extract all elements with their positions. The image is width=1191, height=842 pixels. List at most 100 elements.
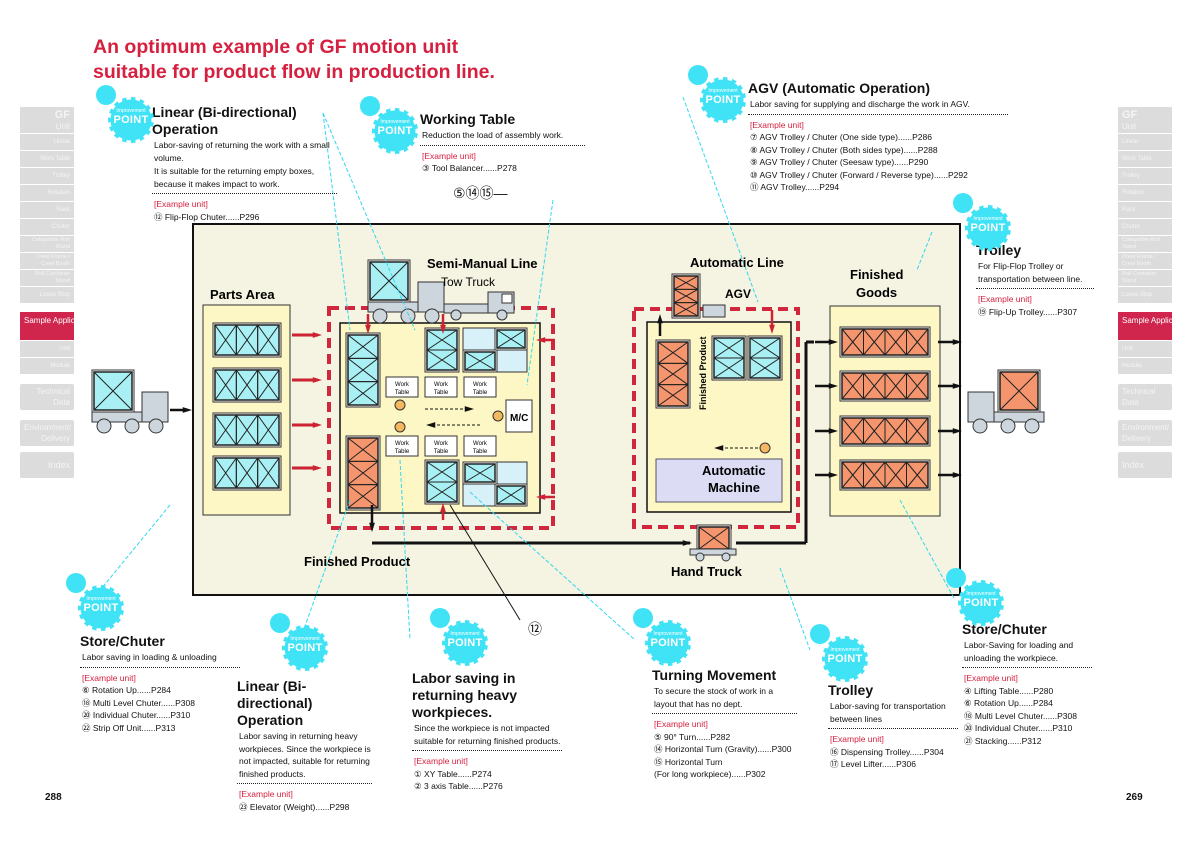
badge-small-text: Improvement: [450, 631, 480, 637]
crate-cell: [496, 485, 526, 505]
arrow-head: [440, 503, 446, 513]
tab-sample-item[interactable]: Module: [1118, 358, 1172, 374]
tab-gf-item[interactable]: Loose Stop: [1118, 287, 1172, 303]
tab-gf-item[interactable]: Roll Container Stand: [1118, 270, 1172, 286]
crate-cell: [906, 461, 929, 489]
finished-product-vertical-label: Finished Product: [698, 336, 708, 410]
tab-sample-application[interactable]: Sample Application: [20, 312, 74, 340]
divider: [962, 667, 1092, 668]
tab-gf-item[interactable]: Chuter: [1118, 219, 1172, 235]
tab-gf-item[interactable]: Linear: [1118, 134, 1172, 150]
flow-arrow: [815, 428, 838, 434]
divider: [748, 113, 1008, 115]
flow-arrow: [536, 494, 555, 500]
flow-arrow: [938, 339, 962, 345]
tab-environment-delivery[interactable]: Environment/ Delivery: [1118, 420, 1172, 446]
badge-dot: [270, 613, 290, 633]
crate-cell: [257, 414, 280, 446]
tab-gf-item[interactable]: Trolley: [20, 168, 74, 184]
divider: [976, 288, 1094, 289]
crate: [424, 459, 460, 505]
tab-gf-item[interactable]: Collapsible Roll Stand: [20, 236, 74, 252]
tab-sample-item[interactable]: Module: [20, 358, 74, 374]
arrow-head: [426, 422, 436, 428]
tab-environment-delivery[interactable]: Environment/ Delivery: [20, 420, 74, 446]
tab-technical-data[interactable]: Technical Data: [20, 384, 74, 410]
example-unit-label: [Example unit]: [978, 294, 1032, 304]
arrow-head: [182, 407, 192, 413]
arrow-head: [952, 339, 962, 345]
gear-icon: [645, 620, 691, 666]
tab-gf-item[interactable]: Linear: [20, 134, 74, 150]
crate: [91, 369, 135, 413]
tow-truck: [443, 291, 515, 321]
arrow-head: [952, 428, 962, 434]
flow-arrow: [292, 422, 322, 428]
tab-gf-item[interactable]: Rack: [1118, 202, 1172, 218]
block-title: Labor saving in returning heavy workpiec…: [412, 670, 518, 720]
agv-label: AGV: [725, 287, 751, 301]
tab-sample-application[interactable]: Sample Application: [1118, 312, 1172, 340]
crate-cell: [369, 261, 409, 301]
crate: [839, 326, 931, 358]
example-unit-item: ⑥ Rotation Up......P284: [82, 685, 171, 695]
tab-gf-item[interactable]: Work Table: [1118, 151, 1172, 167]
tab-gf-sub: Unit: [1122, 122, 1137, 131]
tab-sample-item[interactable]: Unit: [20, 341, 74, 357]
crate-cell: [749, 357, 781, 379]
tab-gf-item[interactable]: Trolley: [1118, 168, 1172, 184]
tab-gf-item[interactable]: Creel Frame / Creel Booth: [1118, 253, 1172, 269]
badge-small-text: Improvement: [290, 636, 320, 642]
example-unit-label: [Example unit]: [830, 734, 884, 744]
crate-cell: [257, 324, 280, 356]
flow-arrow: [365, 314, 371, 334]
divider: [152, 193, 337, 194]
tab-gf-item[interactable]: Rotation: [20, 185, 74, 201]
badge-small-text: Improvement: [830, 647, 860, 653]
tab-gf-item[interactable]: Rack: [20, 202, 74, 218]
crate: [997, 369, 1041, 413]
arrow-head: [682, 540, 692, 546]
crate-cell: [347, 484, 379, 509]
tab-gf-item[interactable]: Chuter: [20, 219, 74, 235]
crate: [747, 335, 783, 381]
badge-point-text: POINT: [705, 94, 741, 106]
gear-icon: [442, 620, 488, 666]
tab-gf-item[interactable]: Loose Stop: [20, 287, 74, 303]
arrow-head: [369, 522, 375, 532]
crate: [212, 367, 282, 403]
automatic-machine: [655, 458, 783, 503]
work-table-label: Table: [473, 449, 488, 455]
crate-cell: [673, 302, 699, 317]
tab-index[interactable]: Index: [20, 452, 74, 478]
tab-gf-item[interactable]: Roll Container Stand: [20, 270, 74, 286]
tab-sample-item[interactable]: Unit: [1118, 341, 1172, 357]
block-description: Labor-saving for transportation between …: [830, 701, 946, 724]
example-unit-label: [Example unit]: [422, 150, 476, 161]
tab-index[interactable]: Index: [1118, 452, 1172, 478]
block-description: For Flip-Flop Trolley or transportation …: [978, 261, 1083, 284]
divider: [828, 728, 958, 729]
truck: [91, 391, 169, 434]
tab-gf-item[interactable]: Rotation: [1118, 185, 1172, 201]
wheel: [400, 308, 416, 324]
tab-gf-item[interactable]: Collapsible Roll Stand: [1118, 236, 1172, 252]
work-table-box: [385, 435, 419, 457]
tab-gf-item[interactable]: Work Table: [20, 151, 74, 167]
badge-point-text: POINT: [287, 642, 323, 654]
example-unit-item: ㉓ Elevator (Weight)......P298: [239, 801, 350, 812]
crate-cell: [657, 384, 689, 407]
tab-gf-item[interactable]: Creel Frame / Creel Booth: [20, 253, 74, 269]
arrow-head: [536, 337, 546, 343]
example-unit-item: ⑪ AGV Trolley......P294: [750, 182, 840, 192]
tab-technical-data[interactable]: Technical Data: [1118, 384, 1172, 410]
example-unit-label: [Example unit]: [654, 719, 708, 729]
